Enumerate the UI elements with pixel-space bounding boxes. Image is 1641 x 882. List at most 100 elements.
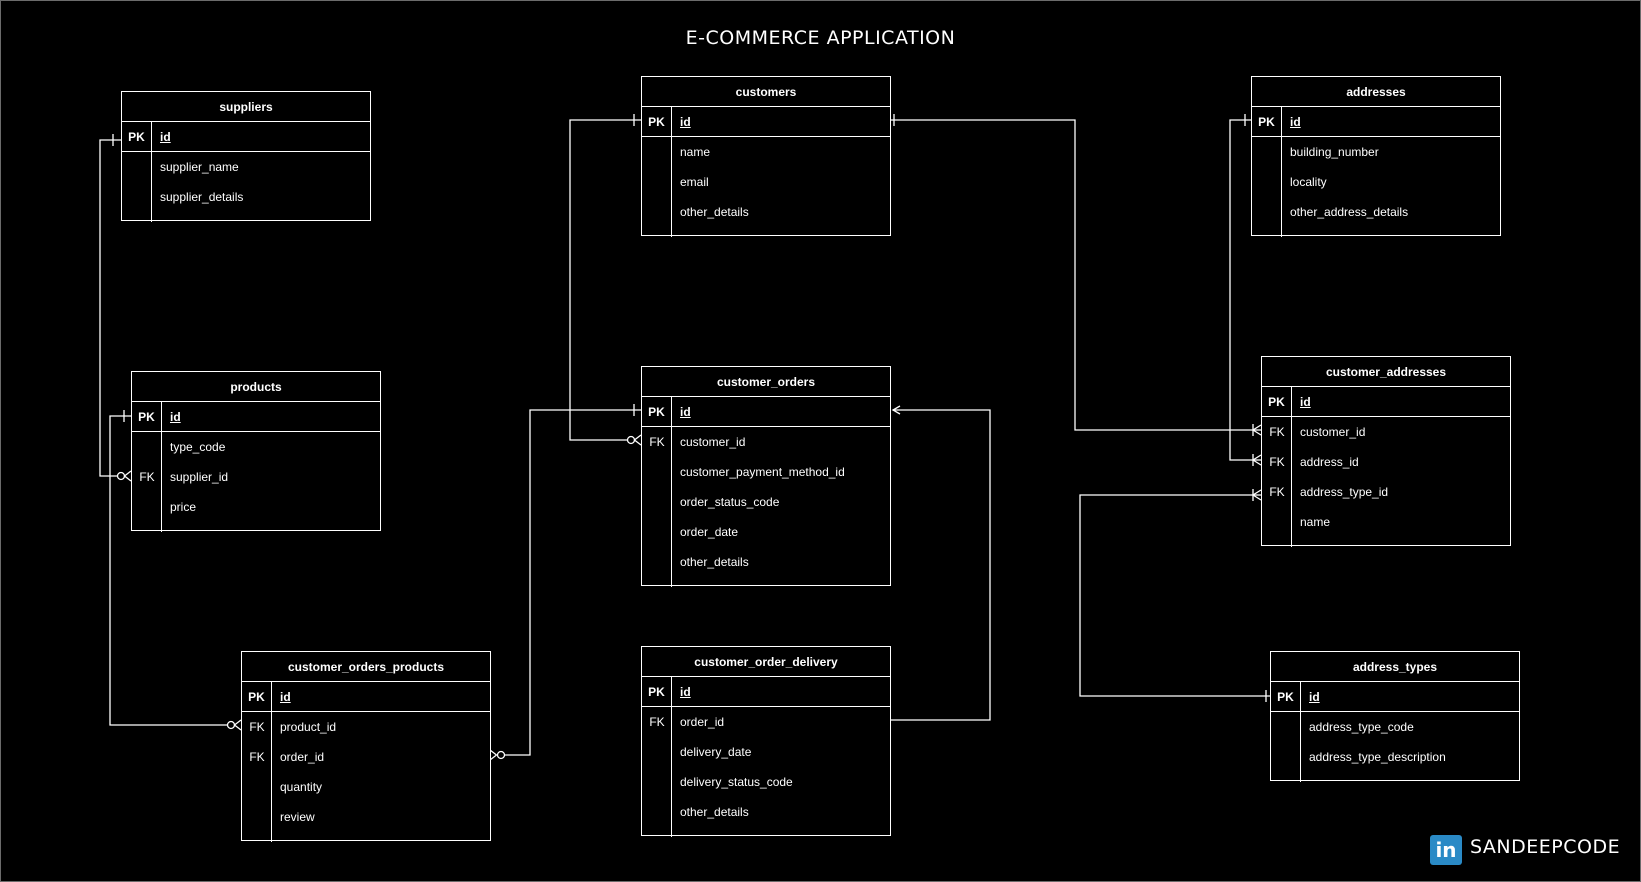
key-label [642, 767, 672, 797]
column-row[interactable]: other_details [642, 797, 890, 827]
column-row[interactable]: building_number [1252, 137, 1500, 167]
pk-row[interactable]: PK id [1262, 387, 1510, 417]
many-marker [633, 434, 642, 446]
link-customers-orders[interactable] [569, 119, 641, 441]
pk-label: PK [642, 397, 672, 426]
columns: type_code FK supplier_id price [132, 432, 380, 532]
columns: supplier_name supplier_details [122, 152, 370, 222]
table-suppliers[interactable]: suppliers PK id supplier_name supplier_d… [121, 91, 371, 222]
pk-row[interactable]: PK id [1252, 107, 1500, 137]
link-delivery-orders[interactable] [891, 409, 991, 721]
column-name: order_id [280, 750, 325, 764]
column-row[interactable]: type_code [132, 432, 380, 462]
link-customers-custaddr[interactable] [890, 119, 1261, 431]
table-name: addresses [1252, 77, 1500, 107]
key-label: FK [649, 435, 665, 449]
pk-row[interactable]: PK id [642, 107, 890, 137]
table-addresses[interactable]: addresses PK id building_number locality… [1251, 76, 1501, 237]
table-customer-orders-products[interactable]: customer_orders_products PK id FK produc… [241, 651, 491, 842]
table-name: customer_addresses [1262, 357, 1510, 387]
key-label [242, 802, 272, 832]
column-row[interactable]: price [132, 492, 380, 522]
pk-row[interactable]: PK id [122, 122, 370, 152]
column-row[interactable]: order_status_code [642, 487, 890, 517]
many-marker [123, 470, 132, 482]
column-row[interactable]: supplier_name [122, 152, 370, 182]
key-label [1252, 197, 1282, 227]
column-name: quantity [280, 780, 323, 794]
column-name: order_id [680, 715, 725, 729]
pk-row[interactable]: PK id [132, 402, 380, 432]
column-row[interactable]: delivery_status_code [642, 767, 890, 797]
column-divider [1299, 712, 1301, 782]
column-name: type_code [170, 440, 226, 454]
column-row[interactable]: email [642, 167, 890, 197]
column-row[interactable]: locality [1252, 167, 1500, 197]
column-row[interactable]: FK customer_id [642, 427, 890, 457]
column-row[interactable]: FK supplier_id [132, 462, 380, 492]
column-row[interactable]: FK product_id [242, 712, 490, 742]
table-name: products [132, 372, 380, 402]
column-row[interactable]: order_date [642, 517, 890, 547]
link-addrtypes-custaddr[interactable] [1079, 494, 1270, 697]
table-name: customers [642, 77, 890, 107]
column-name: review [280, 810, 315, 824]
column-row[interactable]: FK customer_id [1262, 417, 1510, 447]
column-row[interactable]: other_address_details [1252, 197, 1500, 227]
pk-row[interactable]: PK id [642, 397, 890, 427]
column-row[interactable]: supplier_details [122, 182, 370, 212]
columns: building_number locality other_address_d… [1252, 137, 1500, 237]
link-addresses-custaddr[interactable] [1229, 119, 1261, 461]
columns: FK customer_id customer_payment_method_i… [642, 427, 890, 587]
column-name: name [1300, 515, 1331, 529]
column-name: customer_id [680, 435, 746, 449]
column-row[interactable]: customer_payment_method_id [642, 457, 890, 487]
table-products[interactable]: products PK id type_code FK supplier_id … [131, 371, 381, 532]
author-handle[interactable]: SANDEEPCODE [1470, 836, 1621, 858]
column-row[interactable]: address_type_code [1271, 712, 1519, 742]
table-address-types[interactable]: address_types PK id address_type_code ad… [1270, 651, 1520, 782]
table-name: customer_order_delivery [642, 647, 890, 677]
column-name: supplier_details [160, 190, 244, 204]
column-row[interactable]: quantity [242, 772, 490, 802]
column-row[interactable]: delivery_date [642, 737, 890, 767]
key-label [642, 137, 672, 167]
table-customer-order-delivery[interactable]: customer_order_delivery PK id FK order_i… [641, 646, 891, 837]
key-label [1252, 137, 1282, 167]
column-name: supplier_id [170, 470, 229, 484]
key-label [642, 167, 672, 197]
column-row[interactable]: name [642, 137, 890, 167]
key-label: FK [1269, 485, 1285, 499]
pk-row[interactable]: PK id [242, 682, 490, 712]
column-row[interactable]: FK address_type_id [1262, 477, 1510, 507]
column-divider [670, 427, 672, 587]
column-row[interactable]: FK address_id [1262, 447, 1510, 477]
pk-column-name: id [1309, 690, 1320, 704]
column-row[interactable]: FK order_id [642, 707, 890, 737]
columns: address_type_code address_type_descripti… [1271, 712, 1519, 782]
column-row[interactable]: address_type_description [1271, 742, 1519, 772]
column-name: address_type_code [1309, 720, 1414, 734]
link-orders-cop[interactable] [505, 409, 641, 756]
column-row[interactable]: name [1262, 507, 1510, 537]
link-suppliers-products[interactable] [99, 139, 121, 477]
zero-marker [496, 750, 506, 760]
column-name: order_status_code [680, 495, 780, 509]
table-customer-orders[interactable]: customer_orders PK id FK customer_id cus… [641, 366, 891, 587]
column-row[interactable]: other_details [642, 197, 890, 227]
key-label [642, 197, 672, 227]
table-customers[interactable]: customers PK id name email other_details [641, 76, 891, 237]
column-row[interactable]: other_details [642, 547, 890, 577]
pk-row[interactable]: PK id [642, 677, 890, 707]
key-label [122, 152, 152, 182]
linkedin-icon[interactable]: in [1430, 835, 1462, 865]
column-row[interactable]: FK order_id [242, 742, 490, 772]
key-label: FK [1269, 425, 1285, 439]
column-row[interactable]: review [242, 802, 490, 832]
column-name: other_details [680, 805, 749, 819]
pk-row[interactable]: PK id [1271, 682, 1519, 712]
column-name: delivery_date [680, 745, 752, 759]
table-customer-addresses[interactable]: customer_addresses PK id FK customer_id … [1261, 356, 1511, 547]
link-products-cop[interactable] [109, 415, 227, 726]
column-name: address_type_description [1309, 750, 1446, 764]
